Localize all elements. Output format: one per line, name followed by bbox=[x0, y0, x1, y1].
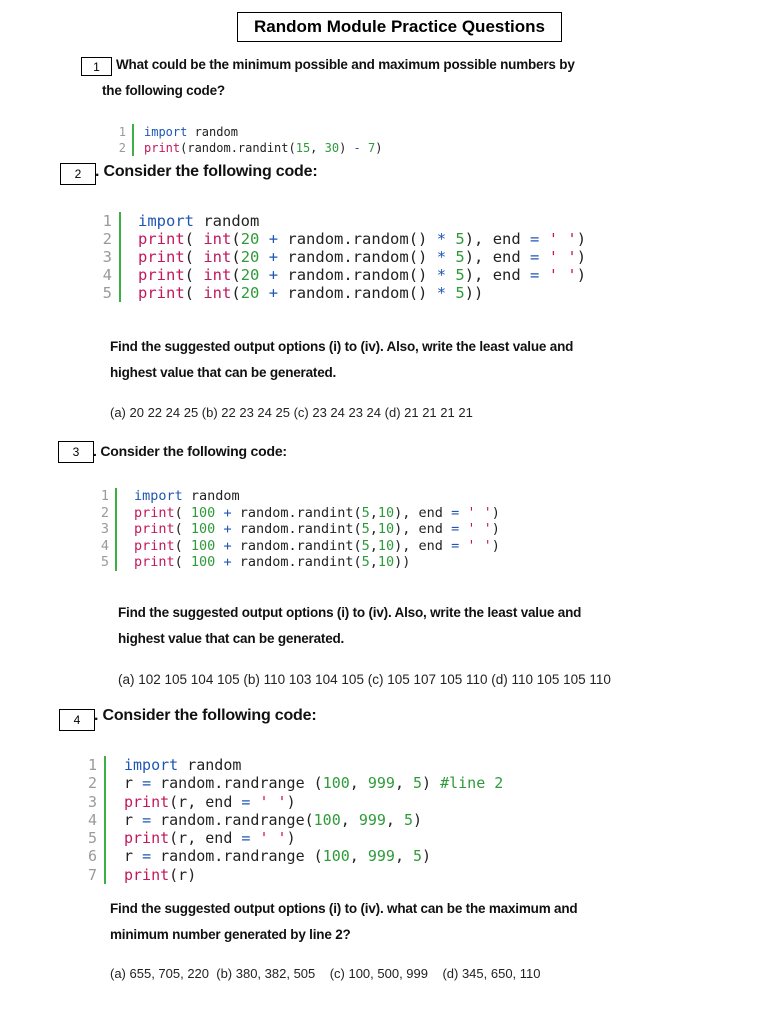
question-4-text-line-2: minimum number generated by line 2? bbox=[110, 927, 351, 942]
code-line: print( int(20 + random.random() * 5), en… bbox=[138, 230, 587, 248]
question-number-box: 3 bbox=[58, 441, 94, 463]
question-3-text-line-2: highest value that can be generated. bbox=[118, 631, 345, 646]
code-line: print(r, end = ' ') bbox=[124, 792, 296, 811]
code-line: r = random.randrange(100, 999, 5) bbox=[124, 810, 423, 829]
code-line: print(r) bbox=[124, 865, 197, 884]
code-line: print( 100 + random.randint(5,10)) bbox=[134, 554, 411, 570]
code-line: print(random.randint(15, 30) - 7) bbox=[144, 141, 383, 155]
code-line: r = random.randrange (100, 999, 5) bbox=[124, 847, 432, 866]
code-line: print(r, end = ' ') bbox=[124, 829, 296, 848]
code-line: print( int(20 + random.random() * 5), en… bbox=[138, 248, 587, 266]
question-3-heading: . Consider the following code: bbox=[93, 443, 287, 459]
code-lines: import random print(random.randint(15, 3… bbox=[134, 124, 382, 156]
code-lines: import random print( int(20 + random.ran… bbox=[121, 212, 586, 302]
question-2-text-line-1: Find the suggested output options (i) to… bbox=[110, 339, 574, 354]
question-3-text-line-1: Find the suggested output options (i) to… bbox=[118, 605, 582, 620]
question-number-box: 4 bbox=[59, 709, 95, 731]
code-line: import random bbox=[134, 488, 240, 504]
question-1-code-block: 1 2 import random print(random.randint(1… bbox=[110, 124, 382, 156]
question-2-options: (a) 20 22 24 25 (b) 22 23 24 25 (c) 23 2… bbox=[110, 405, 473, 420]
code-lines: import random print( 100 + random.randin… bbox=[117, 488, 500, 571]
code-line: r = random.randrange (100, 999, 5) #line… bbox=[124, 774, 504, 793]
code-line: print( 100 + random.randint(5,10), end =… bbox=[134, 521, 500, 537]
line-number-gutter: 1 2 3 4 5 bbox=[95, 488, 117, 571]
question-1-text-line-1: What could be the minimum possible and m… bbox=[116, 57, 575, 72]
code-line: print( 100 + random.randint(5,10), end =… bbox=[134, 504, 500, 521]
code-line: print( int(20 + random.random() * 5)) bbox=[138, 284, 484, 302]
line-number-gutter: 1 2 3 4 5 bbox=[95, 212, 121, 302]
page-title: Random Module Practice Questions bbox=[237, 12, 562, 42]
question-2-code-block: 1 2 3 4 5 import random print( int(20 + … bbox=[95, 212, 586, 302]
code-line: print( 100 + random.randint(5,10), end =… bbox=[134, 537, 500, 554]
code-line: import random bbox=[138, 212, 260, 230]
question-3-options: (a) 102 105 104 105 (b) 110 103 104 105 … bbox=[118, 672, 611, 687]
question-4-code-block: 1 2 3 4 5 6 7 import random r = random.r… bbox=[80, 756, 503, 885]
question-number-box: 1 bbox=[81, 57, 112, 76]
code-line: import random bbox=[124, 756, 242, 774]
question-4-text-line-1: Find the suggested output options (i) to… bbox=[110, 901, 578, 916]
code-line: import random bbox=[144, 125, 238, 139]
code-line: print( int(20 + random.random() * 5), en… bbox=[138, 266, 587, 284]
line-number-gutter: 1 2 bbox=[110, 124, 134, 156]
question-3-code-block: 1 2 3 4 5 import random print( 100 + ran… bbox=[95, 488, 500, 571]
question-number-box: 2 bbox=[60, 163, 96, 185]
code-lines: import random r = random.randrange (100,… bbox=[106, 756, 503, 884]
question-4-options: (a) 655, 705, 220 (b) 380, 382, 505 (c) … bbox=[110, 966, 541, 981]
question-2-text-line-2: highest value that can be generated. bbox=[110, 365, 337, 380]
question-2-heading: . Consider the following code: bbox=[95, 163, 318, 180]
line-number-gutter: 1 2 3 4 5 6 7 bbox=[80, 756, 106, 885]
question-4-heading: . Consider the following code: bbox=[94, 707, 317, 724]
question-1-text-line-2: the following code? bbox=[102, 83, 225, 98]
